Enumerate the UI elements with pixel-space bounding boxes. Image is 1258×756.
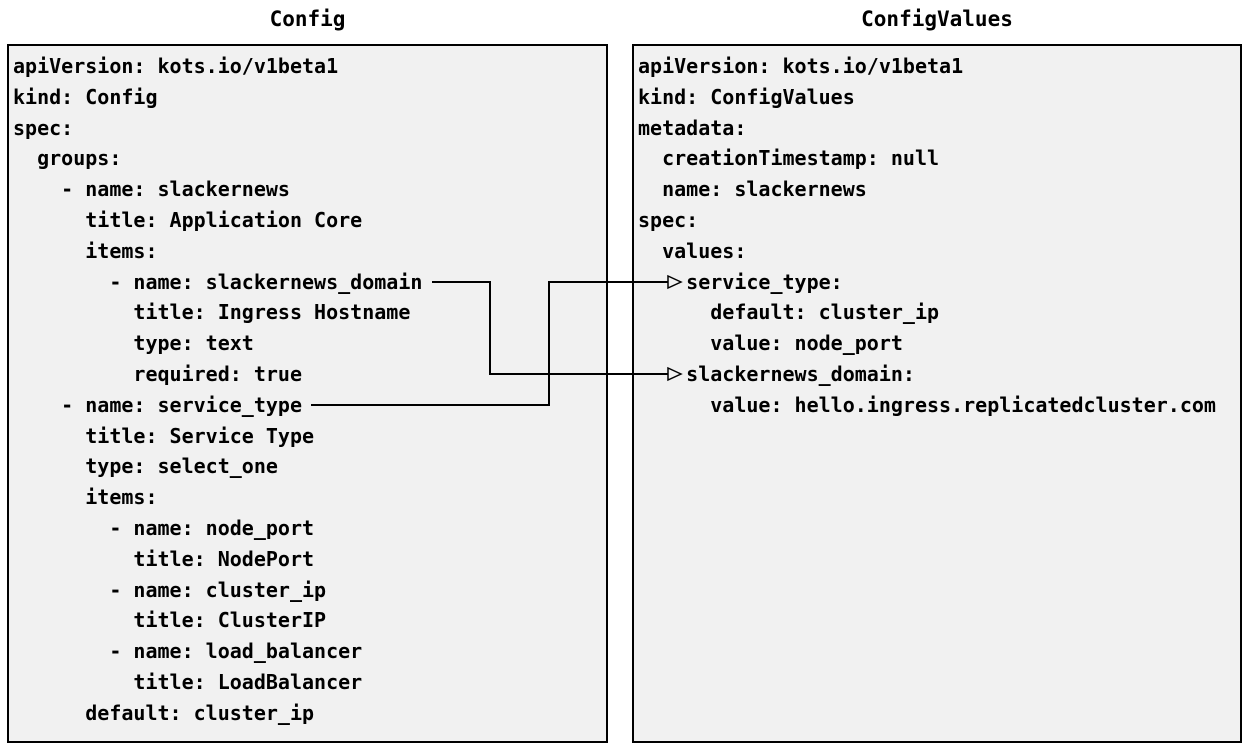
config-panel-title: Config: [269, 7, 346, 31]
configvalues-panel-title: ConfigValues: [861, 7, 1013, 31]
configvalues-yaml-panel: apiVersion: kots.io/v1beta1 kind: Config…: [632, 44, 1242, 743]
config-yaml-code: apiVersion: kots.io/v1beta1 kind: Config…: [13, 54, 423, 725]
config-yaml-panel: apiVersion: kots.io/v1beta1 kind: Config…: [7, 44, 608, 743]
configvalues-yaml-code: apiVersion: kots.io/v1beta1 kind: Config…: [638, 54, 1216, 417]
